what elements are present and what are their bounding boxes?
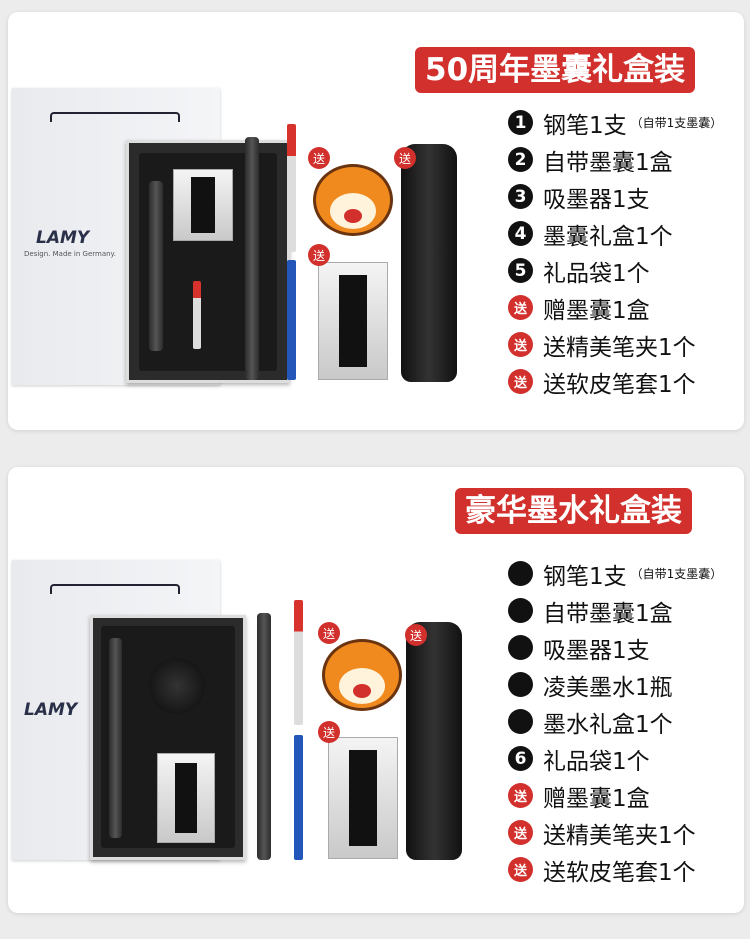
number-badge-icon: [508, 561, 533, 586]
list-item: 6 礼品袋1个: [508, 740, 722, 777]
list-item: 送赠墨囊1盒: [508, 289, 722, 326]
item-text: 赠墨囊1盒: [543, 785, 650, 812]
item-note: （自带1支墨囊）: [630, 116, 723, 130]
item-text: 墨水礼盒1个: [543, 711, 673, 738]
gift-badge-icon: 送: [508, 783, 533, 808]
number-badge-icon: [508, 709, 533, 734]
gift-badge: 送: [308, 244, 330, 266]
item-text: 钢笔1支: [543, 112, 627, 139]
converter: [193, 281, 201, 349]
item-text: 礼品袋1个: [543, 748, 650, 775]
list-item: 凌美墨水1瓶: [508, 666, 722, 703]
set-title: 50周年墨囊礼盒装: [415, 47, 696, 93]
list-item: 1 钢笔1支（自带1支墨囊）: [508, 104, 722, 141]
gift-badge-icon: 送: [508, 857, 533, 882]
item-text: 赠墨囊1盒: [543, 297, 650, 324]
gift-badge: 送: [318, 622, 340, 644]
list-item: 钢笔1支（自带1支墨囊）: [508, 555, 722, 592]
gift-badge-icon: 送: [508, 369, 533, 394]
cartridge-box: [173, 169, 233, 241]
lamy-logo: LAMY: [36, 228, 90, 248]
fountain-pen: [245, 137, 259, 380]
gift-badge-icon: 送: [508, 295, 533, 320]
list-item: 送送软皮笔套1个: [508, 363, 722, 400]
item-text: 自带墨囊1盒: [543, 600, 673, 627]
number-badge-icon: 6: [508, 746, 533, 771]
lamy-logo: LAMY: [24, 700, 78, 720]
item-text: 钢笔1支: [543, 563, 627, 590]
number-badge-icon: [508, 672, 533, 697]
list-item: 送送精美笔夹1个: [508, 814, 722, 851]
cartridge-box: [318, 262, 388, 380]
ink-cartridge: [294, 735, 303, 860]
item-note: （自带1支墨囊）: [630, 567, 723, 581]
ink-cartridge: [287, 260, 296, 380]
item-text: 送软皮笔套1个: [543, 859, 696, 886]
number-badge-icon: 1: [508, 110, 533, 135]
gift-badge: 送: [394, 147, 416, 169]
bag-tagline: Design. Made in Germany.: [24, 250, 116, 258]
gift-badge: 送: [308, 147, 330, 169]
list-item: 送赠墨囊1盒: [508, 777, 722, 814]
list-item: 2 自带墨囊1盒: [508, 141, 722, 178]
cartridge-box: [328, 737, 398, 859]
number-badge-icon: [508, 598, 533, 623]
number-badge-icon: 3: [508, 184, 533, 209]
set-title: 豪华墨水礼盒装: [455, 488, 692, 534]
tiger-pen-clip: [313, 164, 393, 236]
fountain-pen: [109, 638, 122, 838]
item-text: 吸墨器1支: [543, 637, 650, 664]
gift-badge: 送: [318, 721, 340, 743]
fountain-pen: [257, 613, 271, 860]
list-item: 墨水礼盒1个: [508, 703, 722, 740]
item-text: 墨囊礼盒1个: [543, 223, 673, 250]
gift-set-card-2: 豪华墨水礼盒装 LAMY 送 送 送 钢笔1支（自带1支墨囊） 自带墨囊1盒吸墨器…: [8, 467, 744, 913]
ink-bottle: [149, 658, 205, 714]
gift-set-card-1: 50周年墨囊礼盒装 LAMY Design. Made in Germany. …: [8, 12, 744, 430]
list-item: 3 吸墨器1支: [508, 178, 722, 215]
item-text: 礼品袋1个: [543, 260, 650, 287]
gift-badge-icon: 送: [508, 820, 533, 845]
item-text: 凌美墨水1瓶: [543, 674, 673, 701]
gift-badge: 送: [405, 624, 427, 646]
list-item: 送送精美笔夹1个: [508, 326, 722, 363]
bag-handle: [50, 112, 180, 122]
number-badge-icon: [508, 635, 533, 660]
list-item: 自带墨囊1盒: [508, 592, 722, 629]
contents-list: 钢笔1支（自带1支墨囊） 自带墨囊1盒吸墨器1支凌美墨水1瓶墨水礼盒1个 6 礼品袋1…: [508, 555, 722, 888]
converter: [294, 600, 303, 725]
cartridge-box: [157, 753, 215, 843]
item-text: 送精美笔夹1个: [543, 334, 696, 361]
item-text: 自带墨囊1盒: [543, 149, 673, 176]
list-item: 4 墨囊礼盒1个: [508, 215, 722, 252]
bag-handle: [50, 584, 180, 594]
ink-cartridge-gift-box: [126, 140, 290, 383]
item-text: 吸墨器1支: [543, 186, 650, 213]
number-badge-icon: 4: [508, 221, 533, 246]
leather-pen-sleeve: [406, 622, 462, 860]
converter: [287, 124, 296, 252]
leather-pen-sleeve: [401, 144, 457, 382]
gift-badge-icon: 送: [508, 332, 533, 357]
item-text: 送精美笔夹1个: [543, 822, 696, 849]
fountain-pen: [149, 181, 163, 351]
tiger-pen-clip: [322, 639, 402, 711]
number-badge-icon: 2: [508, 147, 533, 172]
list-item: 吸墨器1支: [508, 629, 722, 666]
item-text: 送软皮笔套1个: [543, 371, 696, 398]
list-item: 送送软皮笔套1个: [508, 851, 722, 888]
list-item: 5 礼品袋1个: [508, 252, 722, 289]
ink-gift-box: [90, 615, 246, 860]
number-badge-icon: 5: [508, 258, 533, 283]
